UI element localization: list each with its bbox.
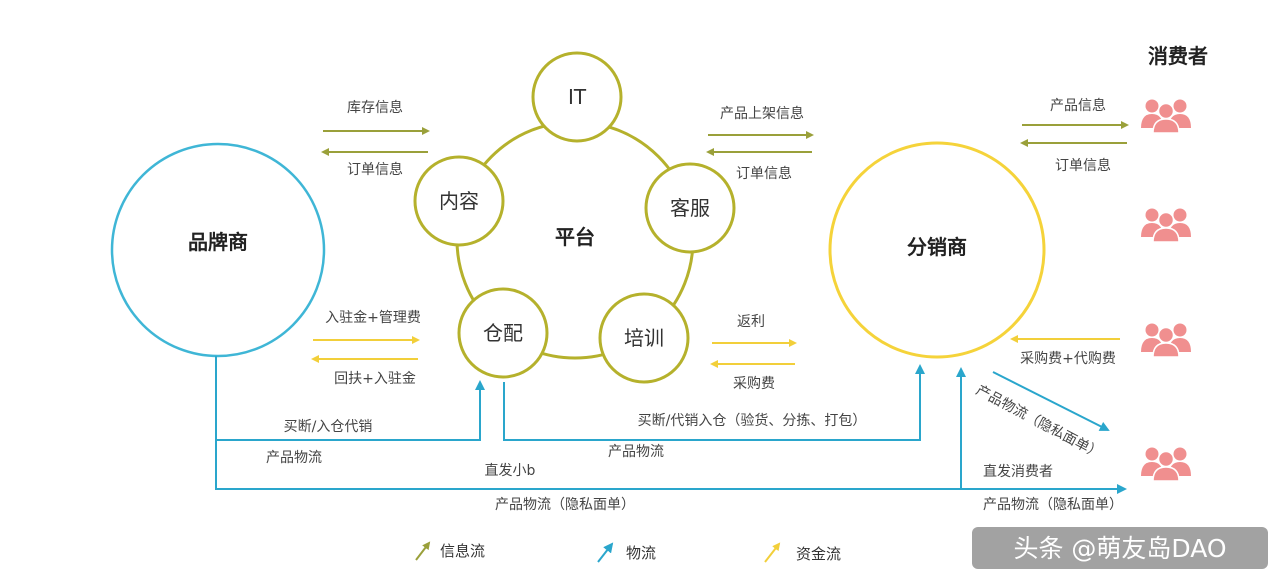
inventory-info-label: 库存信息 [347,99,403,116]
warehouse-label: 仓配 [483,321,523,345]
legend-capital-label: 资金流 [796,545,841,563]
distributor-node [828,141,1046,359]
consumer-group-icon [1141,447,1191,482]
purchase-fee-label: 采购费 [733,376,775,392]
consumer-group-icon [1141,323,1191,358]
order-info-mid-label: 订单信息 [736,165,792,182]
platform-label: 平台 [555,225,595,249]
warehouse-logistics-arrow [503,364,925,441]
product-info-label: 产品信息 [1050,97,1106,114]
logistics-2-label: 产品物流 [608,444,664,460]
distributor-consumer-logistics-arrow [992,371,1110,431]
entry-fee-label: 入驻金+管理费 [325,310,421,326]
logistics-1-label: 产品物流 [266,450,322,466]
platform-node-training: 培训 [598,292,690,384]
brand-label: 品牌商 [188,230,248,254]
platform-node-it: IT [531,51,623,143]
consumer-group-icon [1141,99,1191,134]
direct-consumer-label: 直发消费者 [983,463,1053,480]
watermark-text: 头条 @萌友岛DAO [1013,534,1226,563]
product-listing-info-label: 产品上架信息 [720,105,804,122]
purchase-agent-fee-label: 采购费+代购费 [1020,351,1116,367]
platform-node-warehouse: 仓配 [457,287,549,379]
content-label: 内容 [439,189,479,213]
brand-node [110,142,326,358]
logistics-private-right-label: 产品物流（隐私面单） [983,497,1123,513]
buyout-warehouse-label: 买断/代销入仓（验货、分拣、打包） [638,412,867,429]
legend-info-label: 信息流 [440,542,485,560]
service-label: 客服 [670,196,710,220]
legend-capital-arrow-icon [764,542,781,563]
order-info-right-label: 订单信息 [1055,157,1111,174]
legend-logistics-label: 物流 [626,544,656,562]
refund-label: 回扶+入驻金 [334,371,416,387]
legend-info-arrow-icon [415,541,431,561]
legend: 信息流 物流 资金流 [415,541,841,563]
platform-node-content: 内容 [413,155,505,247]
buyout-logistics-arrow [215,356,485,441]
buyout-label: 买断/入仓代销 [284,419,373,435]
legend-logistics-arrow-icon [597,542,614,563]
consumer-title: 消费者 [1148,44,1208,68]
order-info-left-label: 订单信息 [347,161,403,178]
platform-node-service: 客服 [644,162,736,254]
direct-b-label: 直发小b [485,462,536,479]
distributor-label: 分销商 [907,235,967,259]
training-label: 培训 [624,326,664,350]
rebate-label: 返利 [737,314,765,330]
watermark: 头条 @萌友岛DAO [972,527,1268,569]
direct-logistics-arrow [215,440,1127,494]
consumer-group-icon [1141,208,1191,243]
logistics-private-bottom-label: 产品物流（隐私面单） [495,497,635,513]
it-label: IT [568,85,587,109]
